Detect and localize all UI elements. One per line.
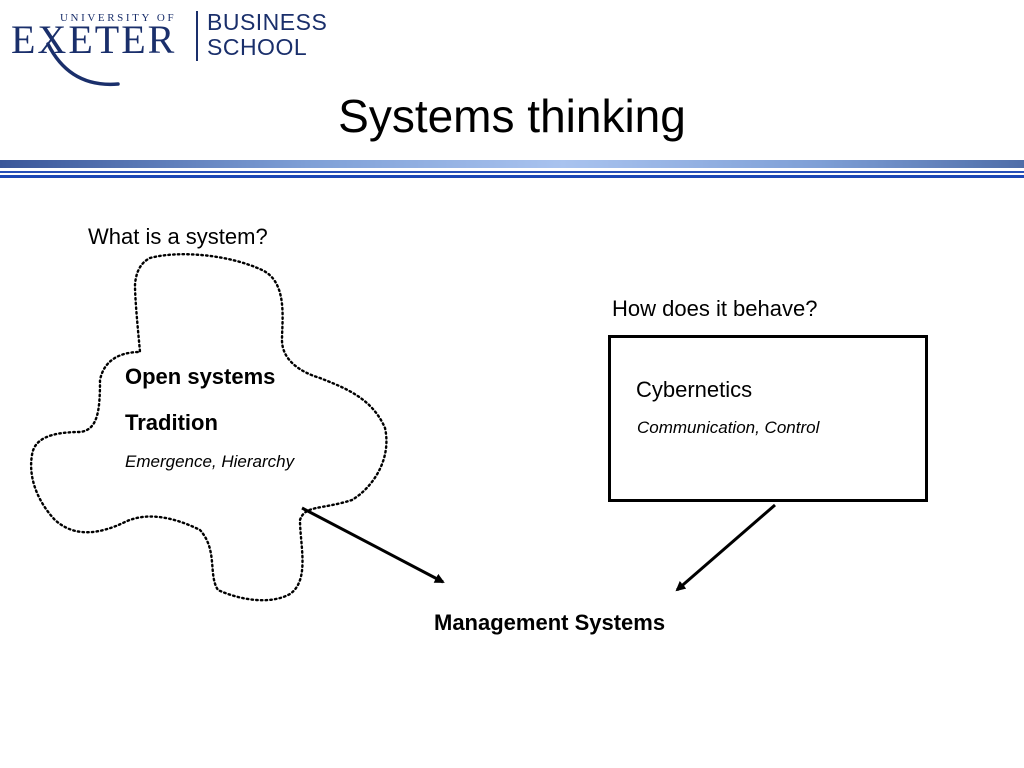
logo-exeter-wordmark: EXETER: [11, 17, 177, 62]
cloud-heading-tradition: Tradition: [125, 410, 218, 435]
arrow-cloud-to-management: [301, 506, 445, 584]
header-rule-thick: [0, 175, 1024, 178]
slide-title: Systems thinking: [338, 90, 686, 142]
question-what-is-system: What is a system?: [88, 224, 268, 249]
logo-school: SCHOOL: [207, 34, 308, 60]
management-systems-label: Management Systems: [434, 610, 666, 635]
logo-business: BUSINESS: [207, 9, 328, 35]
question-how-does-it-behave: How does it behave?: [612, 296, 818, 321]
logo-university-of: UNIVERSITY OF: [60, 12, 177, 24]
cloud-subtitle: Emergence, Hierarchy: [125, 452, 295, 471]
arrow-box-to-management: [675, 503, 776, 592]
cybernetics-box: [608, 335, 928, 502]
cloud-heading-open-systems: Open systems: [125, 364, 276, 389]
header-rule-gradient: [0, 160, 1024, 168]
header-rule-thin: [0, 171, 1024, 173]
box-subtitle: Communication, Control: [637, 418, 820, 437]
logo-swoosh-icon: [46, 42, 120, 87]
box-heading-cybernetics: Cybernetics: [636, 377, 753, 402]
open-systems-cloud: [29, 253, 388, 602]
logo-divider: [196, 11, 198, 61]
exeter-business-school-logo: UNIVERSITY OF EXETER BUSINESS SCHOOL: [0, 0, 340, 95]
